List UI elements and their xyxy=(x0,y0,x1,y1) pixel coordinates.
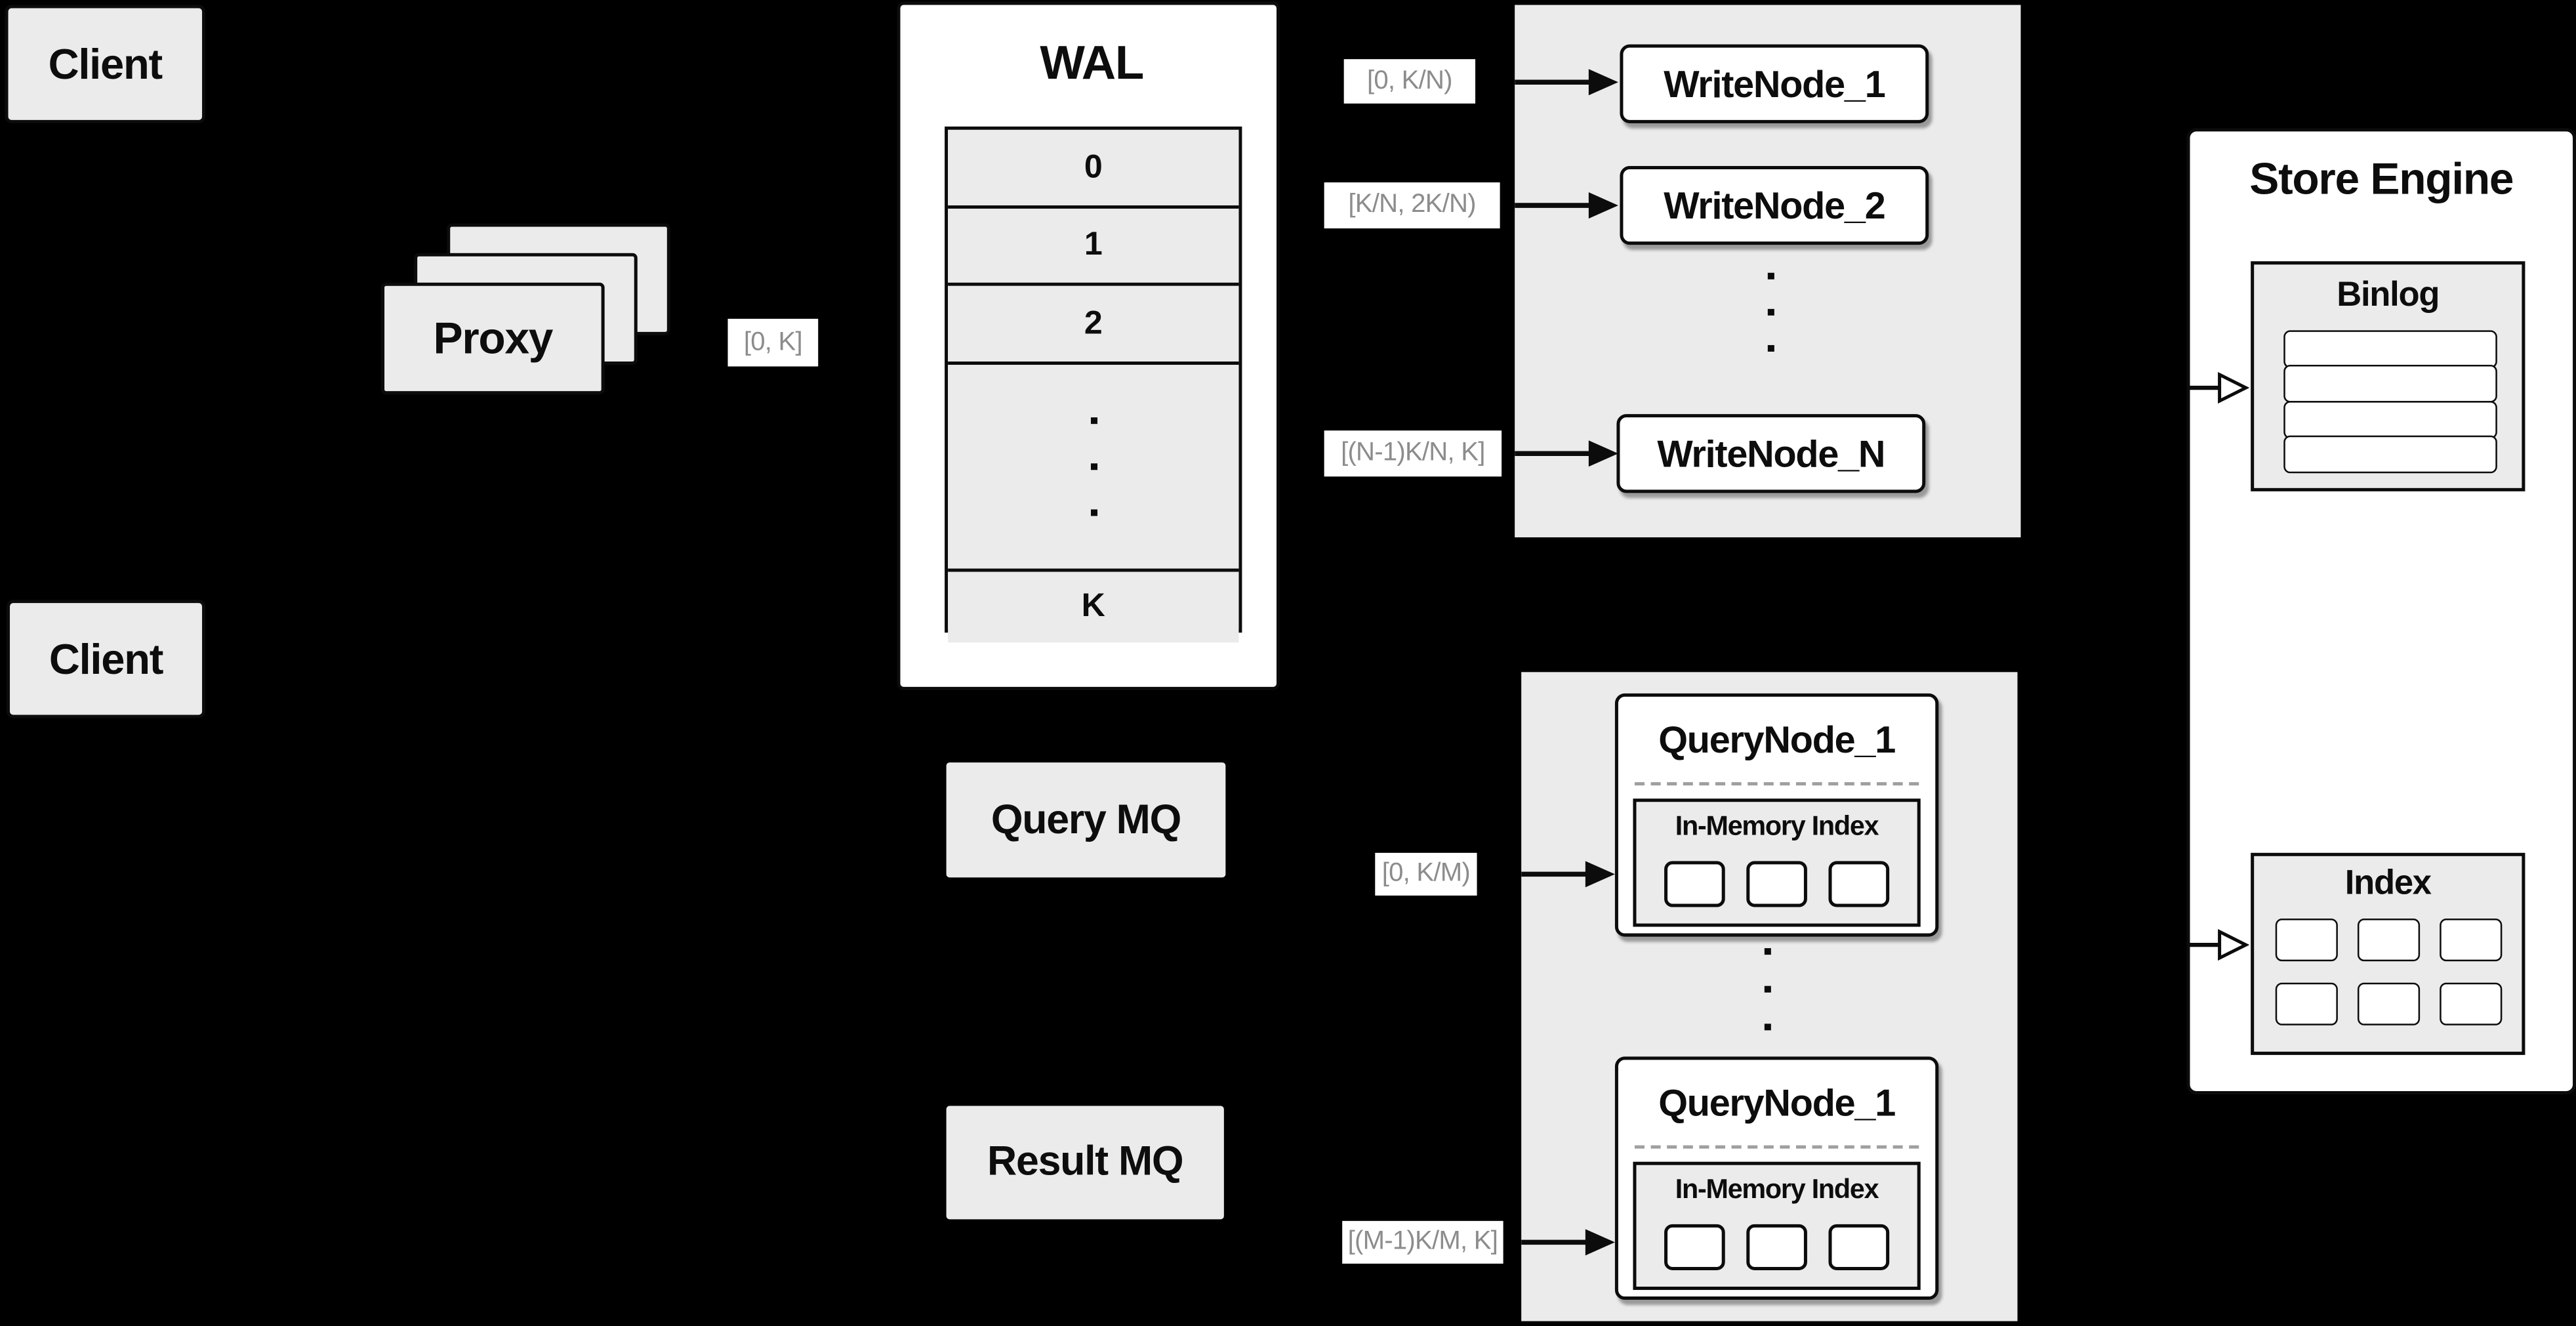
wal-row-k: K xyxy=(948,571,1239,643)
arrow-to-index xyxy=(2186,928,2250,961)
write-node-ellipsis-dots xyxy=(1767,272,1774,352)
write-node-n-box: WriteNode_N xyxy=(1616,414,1926,493)
client-top-label: Client xyxy=(48,38,163,88)
query-node-bottom-title: QueryNode_1 xyxy=(1658,1080,1896,1123)
range-label-write-1: [0, K/N) xyxy=(1343,59,1476,104)
query-node-bottom-box: QueryNode_1 In-Memory Index xyxy=(1614,1056,1939,1300)
in-memory-index-top-box: In-Memory Index xyxy=(1633,798,1921,927)
proxy-box: Proxy xyxy=(381,282,605,395)
in-memory-index-bottom-box: In-Memory Index xyxy=(1633,1161,1921,1291)
wal-table: 0 1 2 K xyxy=(945,126,1242,643)
write-node-1-box: WriteNode_1 xyxy=(1620,44,1929,123)
client-bottom-box: Client xyxy=(7,600,206,718)
wal-row-0: 0 xyxy=(948,129,1239,209)
index-box: Index xyxy=(2251,852,2525,1055)
wal-row-2: 2 xyxy=(948,285,1239,365)
arrow-to-write-node-1 xyxy=(1515,69,1618,96)
binlog-box: Binlog xyxy=(2251,261,2525,491)
result-mq-box: Result MQ xyxy=(946,1106,1224,1220)
in-memory-index-bottom-cells xyxy=(1636,1224,1917,1270)
index-title: Index xyxy=(2344,864,2432,902)
index-cells-row-1 xyxy=(2254,919,2522,962)
binlog-rows xyxy=(2283,330,2497,473)
arrow-to-binlog xyxy=(2186,371,2250,404)
query-node-top-box: QueryNode_1 In-Memory Index xyxy=(1614,693,1939,937)
arrow-to-query-node-bottom xyxy=(1521,1229,1615,1256)
query-mq-box: Query MQ xyxy=(946,762,1226,878)
write-node-2-box: WriteNode_2 xyxy=(1620,165,1929,245)
store-engine-title: Store Engine xyxy=(2249,154,2514,203)
query-node-top-divider xyxy=(1634,782,1919,786)
client-top-box: Client xyxy=(5,5,206,123)
range-label-write-2: [K/N, 2K/N) xyxy=(1324,182,1500,229)
wal-ellipsis-dots xyxy=(1090,417,1097,516)
wal-row-1: 1 xyxy=(948,209,1239,286)
client-bottom-label: Client xyxy=(49,633,164,683)
wal-row-ellipsis xyxy=(948,364,1239,572)
arrow-to-write-node-2 xyxy=(1515,192,1618,219)
index-cells-row-2 xyxy=(2254,982,2522,1026)
arrow-to-write-node-n xyxy=(1515,440,1618,467)
query-node-top-title: QueryNode_1 xyxy=(1658,717,1896,760)
proxy-label: Proxy xyxy=(433,313,553,363)
in-memory-index-top-label: In-Memory Index xyxy=(1675,810,1879,841)
range-label-query-bottom: [(M-1)K/M, K] xyxy=(1342,1220,1503,1264)
in-memory-index-bottom-label: In-Memory Index xyxy=(1675,1174,1879,1204)
range-label-query-top: [0, K/M) xyxy=(1375,852,1477,896)
store-engine-panel: Store Engine Binlog Index xyxy=(2186,128,2576,1094)
binlog-title: Binlog xyxy=(2337,276,2440,314)
range-label-proxy-out: [0, K] xyxy=(727,318,819,367)
wal-panel: WAL 0 1 2 K xyxy=(897,1,1280,690)
query-node-ellipsis-dots xyxy=(1764,948,1771,1031)
arrow-to-query-node-top xyxy=(1521,861,1615,888)
range-label-write-n: [(N-1)K/N, K] xyxy=(1324,430,1502,477)
query-node-bottom-divider xyxy=(1634,1145,1919,1149)
in-memory-index-top-cells xyxy=(1636,861,1917,907)
wal-title: WAL xyxy=(1040,37,1144,90)
